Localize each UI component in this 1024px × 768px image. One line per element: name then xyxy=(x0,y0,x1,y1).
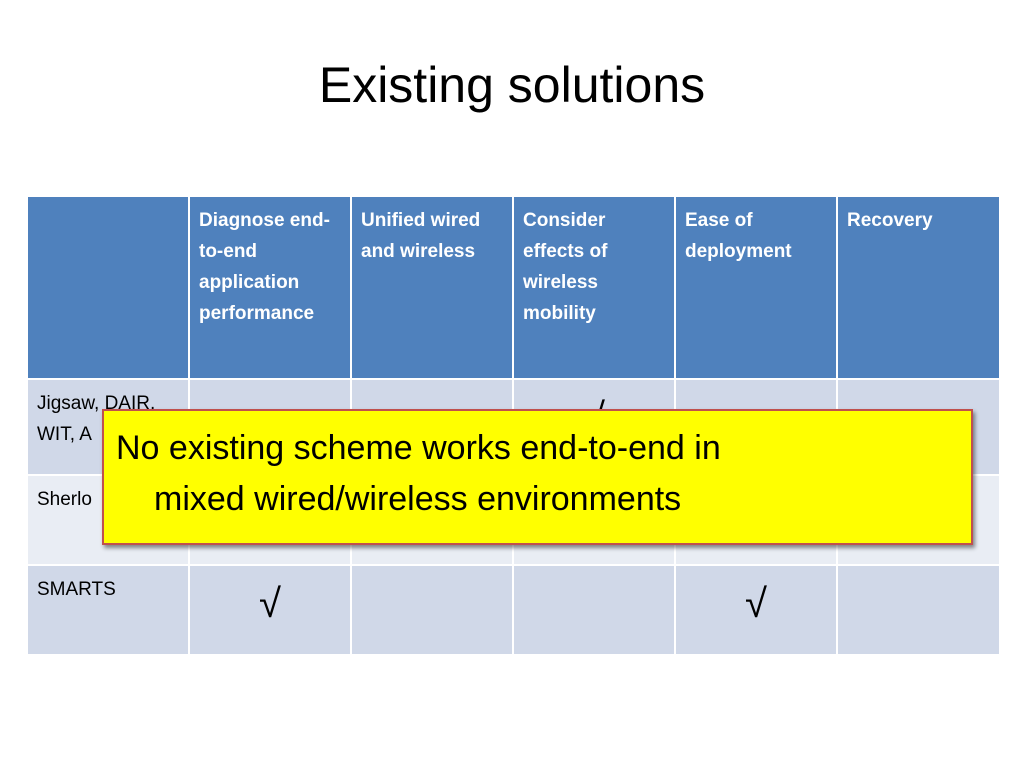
table-cell xyxy=(350,564,514,656)
table-cell xyxy=(512,564,676,656)
header-cell-unified: Unified wired and wireless xyxy=(350,195,514,380)
table-row: SMARTS √ √ xyxy=(26,564,1001,656)
header-cell-mobility: Consider effects of wireless mobility xyxy=(512,195,676,380)
table-cell: √ xyxy=(674,564,838,656)
callout-line-1: No existing scheme works end-to-end in xyxy=(116,429,721,467)
table-cell: √ xyxy=(188,564,352,656)
callout-line-2: mixed wired/wireless environments xyxy=(154,480,682,518)
header-cell-recovery: Recovery xyxy=(836,195,1001,380)
header-cell-empty xyxy=(26,195,190,380)
table-header-row: Diagnose end-to-end application performa… xyxy=(26,195,1001,380)
header-cell-diagnose: Diagnose end-to-end application performa… xyxy=(188,195,352,380)
slide-title: Existing solutions xyxy=(318,57,706,113)
callout-box: No existing scheme works end-to-end in m… xyxy=(102,409,973,545)
header-cell-deployment: Ease of deployment xyxy=(674,195,838,380)
row-label: SMARTS xyxy=(26,564,190,656)
table-cell xyxy=(836,564,1001,656)
